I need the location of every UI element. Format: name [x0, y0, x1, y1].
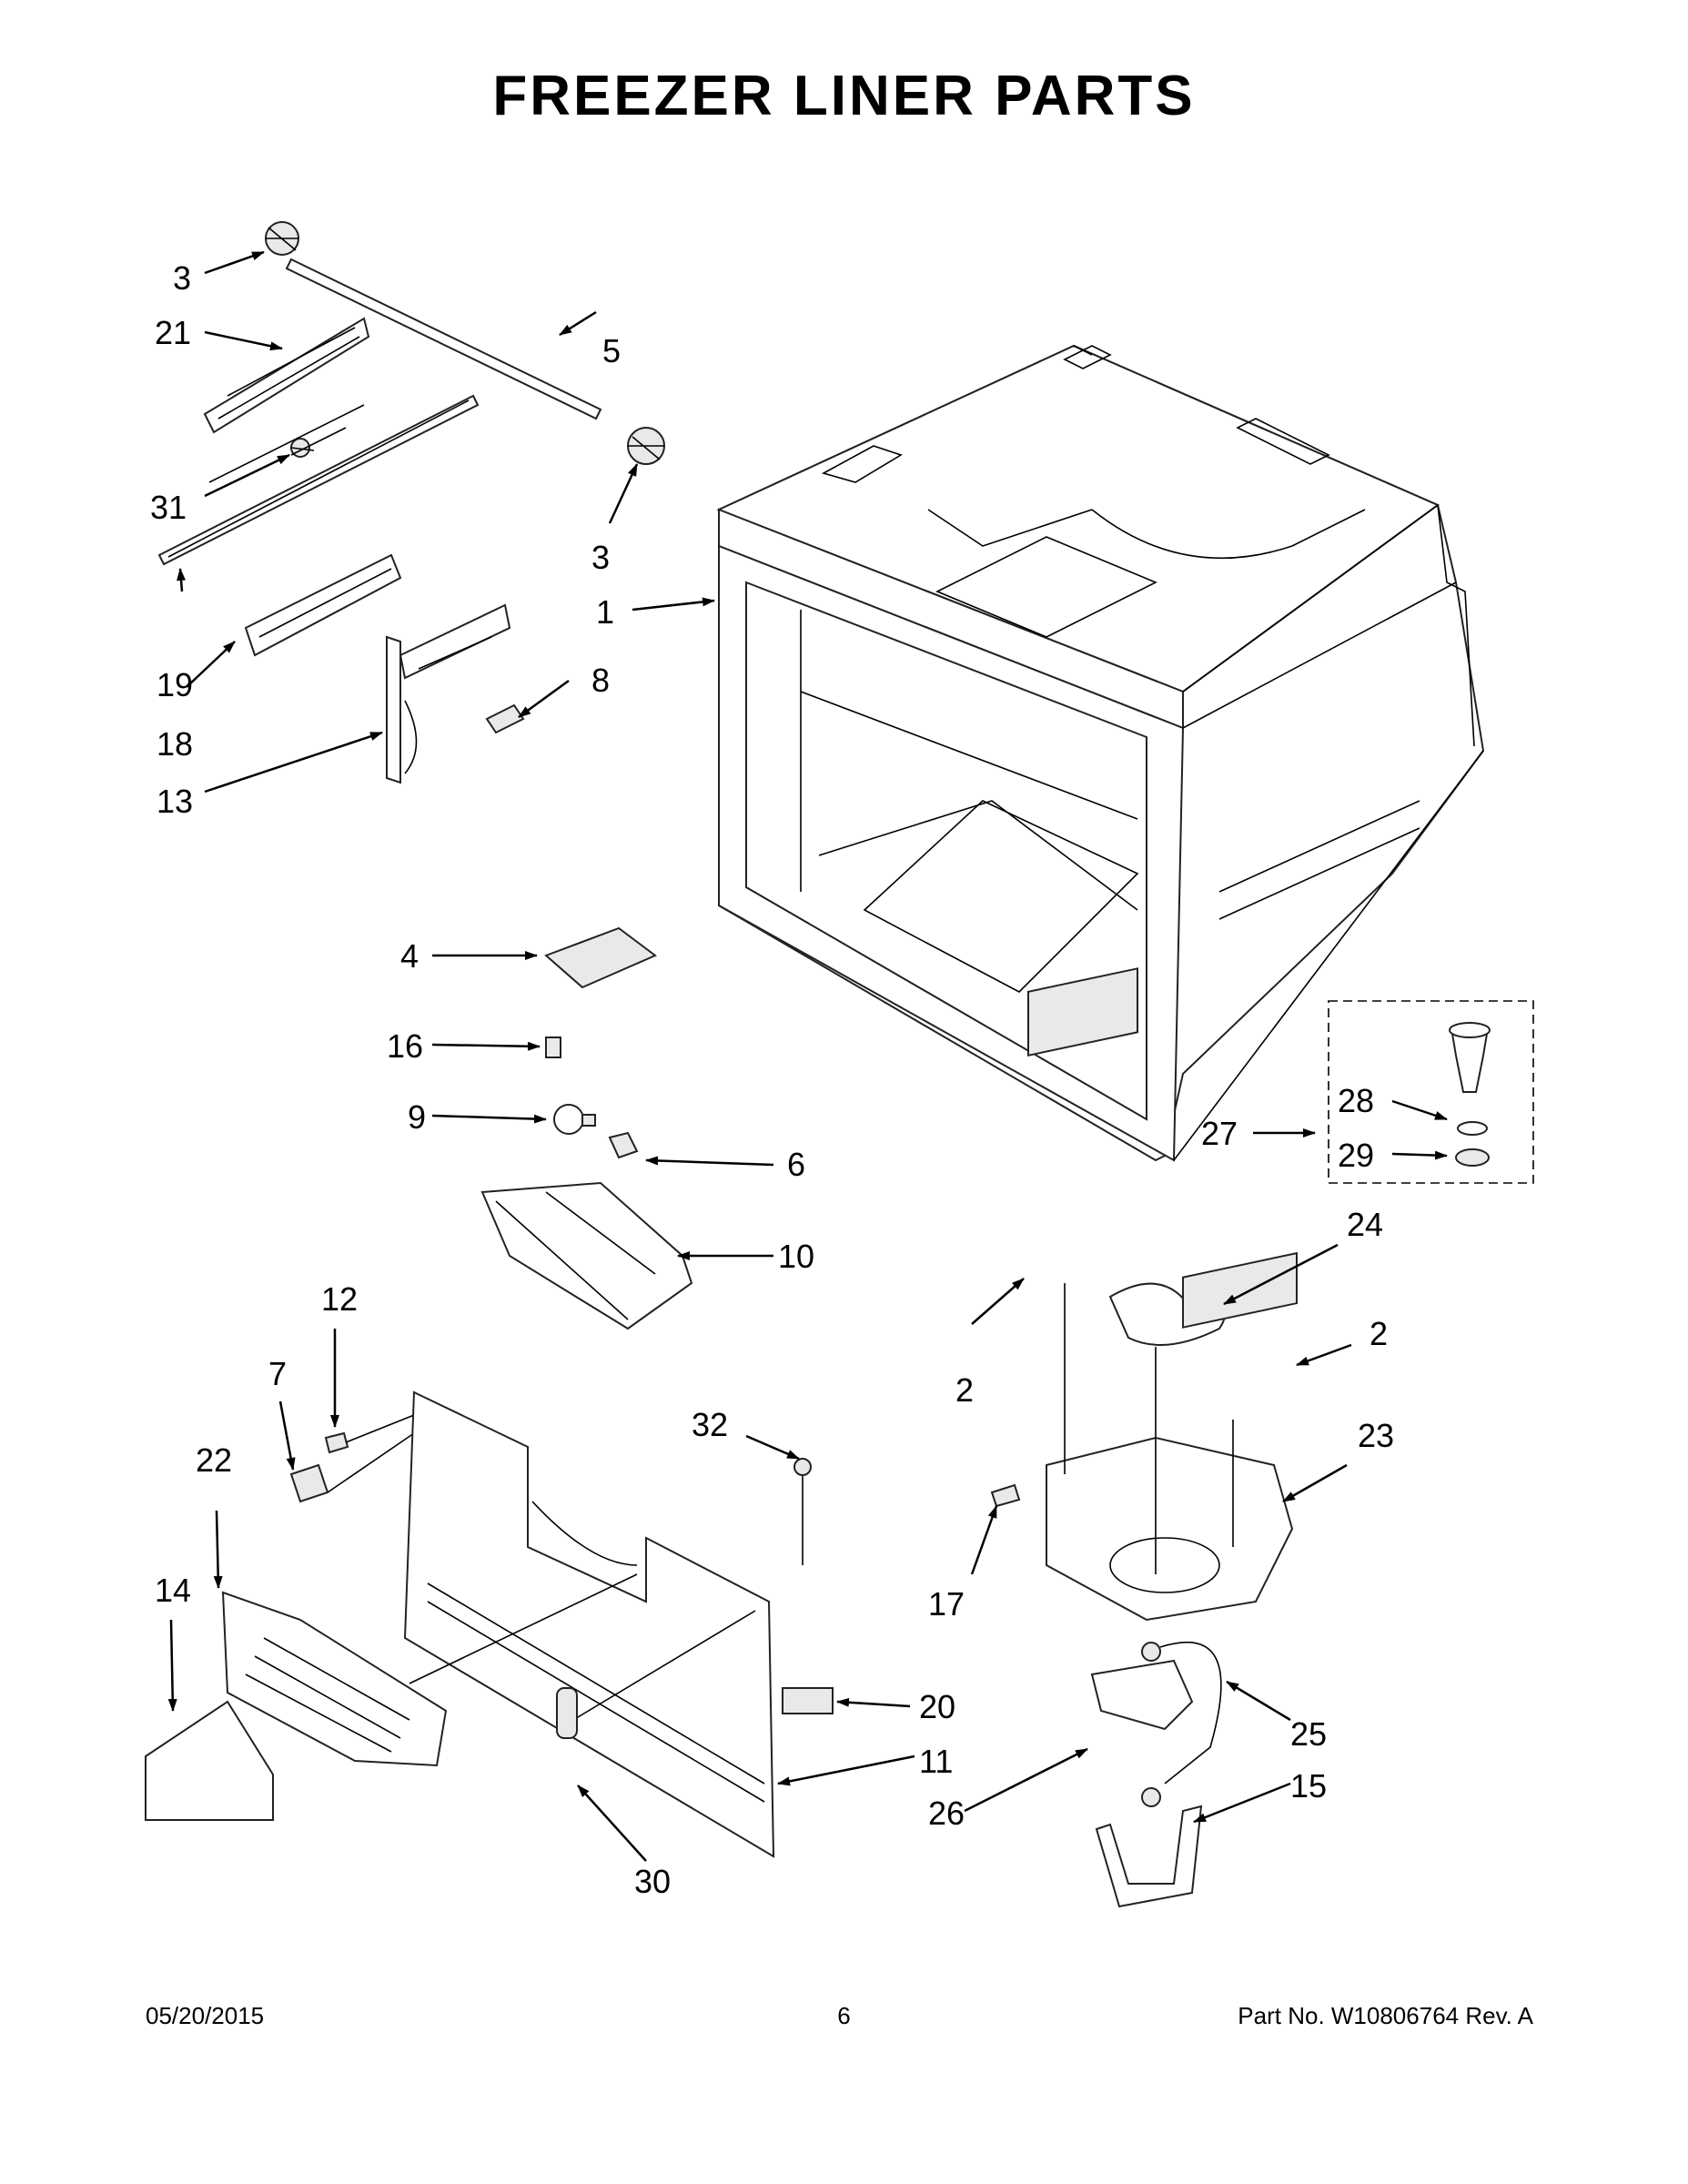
- clip-part-30: [556, 1687, 578, 1739]
- callout-24: 24: [1347, 1206, 1383, 1243]
- callout-2-right: 2: [1370, 1315, 1388, 1352]
- rail-part-18: [244, 553, 402, 657]
- callout-16: 16: [387, 1027, 423, 1065]
- callout-11: 11: [919, 1743, 953, 1780]
- callout-17: 17: [928, 1585, 965, 1623]
- evaporator-cover-part-11: [403, 1390, 775, 1858]
- callout-5: 5: [602, 332, 621, 369]
- callout-12: 12: [321, 1280, 358, 1318]
- ring-part-28: [1457, 1121, 1488, 1136]
- thermistor-head: [793, 1458, 812, 1476]
- callout-29: 29: [1338, 1137, 1374, 1174]
- callout-28: 28: [1338, 1082, 1374, 1119]
- callout-2-left: 2: [955, 1371, 974, 1409]
- callout-32: 32: [692, 1406, 728, 1443]
- callout-14: 14: [155, 1572, 191, 1609]
- pad-part-2-left: [1027, 967, 1138, 1057]
- rod-part-5: [285, 258, 602, 420]
- inset-box-part-27: [1328, 1000, 1534, 1184]
- callout-6: 6: [787, 1146, 805, 1183]
- callout-4: 4: [400, 937, 419, 975]
- callout-25: 25: [1290, 1715, 1327, 1753]
- strip-part-20: [782, 1687, 834, 1714]
- footer-part-number: Part No. W10806764 Rev. A: [1238, 2002, 1533, 2029]
- callout-13: 13: [157, 783, 193, 820]
- callout-labels: 3 21 5 31 3 1 19 8 18 13 4 16 9 6 10 12 …: [150, 259, 1394, 1900]
- callout-27: 27: [1201, 1115, 1238, 1152]
- cover-part-14: [145, 1700, 274, 1821]
- callout-20: 20: [919, 1688, 955, 1725]
- bracket-part-13: [386, 603, 525, 784]
- grille-part-22: [221, 1591, 448, 1767]
- callout-3-bottom: 3: [591, 539, 610, 576]
- pad-part-2-right: [1182, 1251, 1298, 1329]
- callout-15: 15: [1290, 1767, 1327, 1805]
- callout-3-top: 3: [173, 259, 191, 297]
- screw-part-8: [485, 703, 525, 734]
- footer-date: 05/20/2015: [146, 2002, 265, 2029]
- callout-30: 30: [634, 1863, 671, 1900]
- leader-lines: [167, 250, 1448, 1862]
- callout-18: 18: [157, 725, 193, 763]
- callout-8: 8: [591, 662, 610, 699]
- callout-9: 9: [408, 1098, 426, 1136]
- callout-26: 26: [928, 1795, 965, 1832]
- light-housing-part-10: [480, 1181, 693, 1330]
- motor-part-7: [289, 1463, 329, 1503]
- shelf-rail-assembly: [157, 221, 665, 657]
- switch-part-16: [545, 1036, 561, 1058]
- light-cover-part-4: [544, 926, 657, 989]
- callout-31: 31: [150, 489, 187, 526]
- callout-21: 21: [155, 314, 191, 351]
- grommet-part-25-top: [1141, 1642, 1161, 1662]
- footer-page-number: 6: [837, 2002, 851, 2029]
- callout-23: 23: [1358, 1417, 1394, 1454]
- screw-part-17: [990, 1483, 1021, 1508]
- grommet-part-25-bottom: [1141, 1787, 1161, 1807]
- bulb-part-9: [553, 1104, 596, 1135]
- callout-7: 7: [268, 1355, 287, 1392]
- fan-shroud-part-23: [1046, 1436, 1294, 1622]
- callout-1: 1: [596, 593, 614, 631]
- page-title: FREEZER LINER PARTS: [492, 65, 1196, 127]
- callout-10: 10: [778, 1238, 814, 1275]
- socket-part-6: [608, 1131, 639, 1159]
- screw-part-12: [324, 1431, 349, 1454]
- callout-19: 19: [157, 666, 193, 703]
- callout-22: 22: [196, 1441, 232, 1479]
- washer-part-29: [1455, 1148, 1490, 1167]
- bracket-part-15: [1095, 1805, 1203, 1908]
- fan-motor-part-26: [1090, 1659, 1194, 1731]
